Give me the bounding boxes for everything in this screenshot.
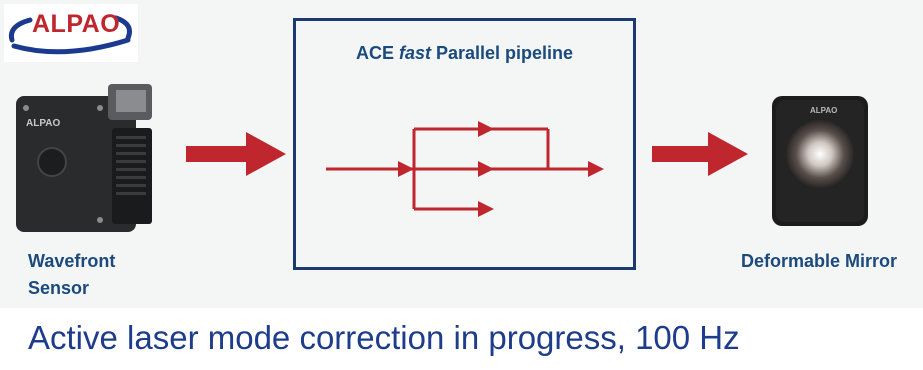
sensor-badge: ALPAO: [26, 118, 61, 129]
pipeline-title: ACE fast Parallel pipeline: [296, 43, 633, 64]
deformable-mirror-image: ALPAO: [768, 96, 878, 241]
alpao-logo: ALPAO: [4, 4, 138, 62]
pipeline-title-emphasis: fast: [398, 43, 431, 63]
status-text: Active laser mode correction in progress…: [28, 319, 740, 356]
pipeline-title-suffix: Parallel pipeline: [430, 43, 574, 63]
wavefront-sensor-image: ALPAO: [8, 78, 158, 243]
parallel-pipeline-icon: [326, 121, 604, 217]
arrow-right-icon: [186, 132, 286, 176]
deformable-mirror-label: Deformable Mirror: [741, 251, 898, 271]
pipeline-box: ACE fast Parallel pipeline: [293, 18, 636, 270]
logo-text: ALPAO: [32, 10, 121, 38]
logo-swoosh-icon: [8, 15, 132, 55]
pipeline-title-prefix: ACE: [355, 43, 399, 63]
arrow-right-icon: [652, 132, 748, 176]
mirror-badge: ALPAO: [810, 106, 838, 115]
wavefront-sensor-label: Wavefront Sensor: [28, 251, 116, 298]
diagram-panel: [0, 0, 923, 308]
